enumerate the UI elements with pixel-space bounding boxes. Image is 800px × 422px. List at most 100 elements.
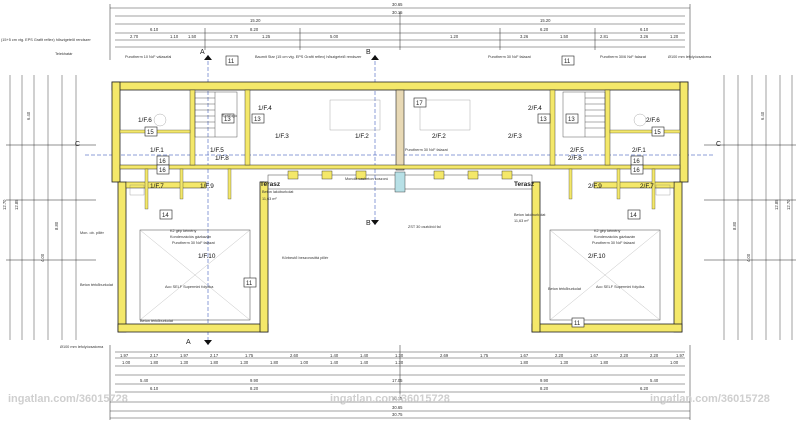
watermark-text: ingatlan.com/36015728 (8, 393, 128, 405)
room-number: 17 (416, 101, 423, 107)
room-name: 2/F.10 (588, 253, 606, 260)
room-number: 14 (162, 213, 169, 219)
dimension-value: 1.50 (560, 34, 569, 39)
terrace-label: Terasz (260, 181, 281, 188)
room-number: 16 (633, 159, 640, 165)
dimension-value: 15.20 (540, 18, 551, 23)
room-name: 2/F.5 (570, 147, 584, 154)
dimension-value: 2.20 (650, 353, 659, 358)
dimension-value: 30.15 (392, 10, 403, 15)
room-name: 2/F.3 (508, 133, 522, 140)
room-number: 13 (568, 117, 575, 123)
room-name: 1/F.10 (198, 253, 216, 260)
dimension-value: 1.00 (670, 360, 679, 365)
room-name: 1/F.3 (275, 133, 289, 140)
staircases (194, 91, 606, 138)
wall-note: Purotherm 30 N•F falazat (172, 241, 216, 245)
room-number: 15 (147, 130, 154, 136)
insulation-note: Baumit Star (15 cm vtg. EPS Grafit refle… (255, 55, 362, 59)
dimension-value: 6.20 (540, 27, 549, 32)
dimension-value: 1.30 (240, 360, 249, 365)
dimension-value: 1.25 (262, 34, 271, 39)
chimney-note: K2 gép kémény (594, 229, 620, 233)
room-number: 16 (633, 168, 640, 174)
dimension-value: 1.40 (360, 360, 369, 365)
wall-note: Purotherm 30 N•F falazat (592, 241, 636, 245)
dimension-value: 1.67 (520, 353, 529, 358)
room-name: 2/F.8 (568, 155, 582, 162)
section-marker: A (200, 49, 205, 56)
dimension-value: 2.20 (620, 353, 629, 358)
dimension-value: 6.10 (150, 27, 159, 32)
dimension-value: 30.75 (392, 412, 403, 417)
room-number: 11 (564, 59, 571, 65)
dimension-value: 1.50 (188, 34, 197, 39)
room-number: 11 (228, 59, 235, 65)
dimension-value: 4.00 (40, 253, 45, 262)
room-name: 1/F.4 (258, 105, 272, 112)
section-marker: B (366, 49, 371, 56)
dimension-value: 8.20 (540, 386, 549, 391)
dimension-value: 8.80 (54, 221, 59, 230)
room-name: 1/F.8 (215, 155, 229, 162)
side-dimension-lines (6, 75, 796, 340)
dimension-value: 30.65 (392, 2, 403, 7)
dimension-value: 5.40 (650, 378, 659, 383)
room-name: 1/F.7 (150, 183, 164, 190)
boundary-label: Telekhatár (55, 52, 73, 56)
dimension-value: 1.80 (270, 360, 279, 365)
dimension-value: 2.70 (130, 34, 139, 39)
dimension-value: 1.97 (676, 353, 685, 358)
dimension-value: 8.20 (250, 386, 259, 391)
paving-note: Beton térkőburkolat (80, 283, 114, 287)
room-name: 1/F.2 (355, 133, 369, 140)
boiler-note: Kondenzációs gázkazán (594, 235, 635, 239)
dimension-value: 2.69 (440, 353, 449, 358)
room-labels: 1/F.6 15 1/F.4 11 1/F.3 13 1/F.2 17 1/F.… (138, 55, 665, 328)
room-name: 1/F.1 (150, 147, 164, 154)
dimension-value: 1.30 (395, 360, 404, 365)
room-number: 13 (540, 117, 547, 123)
pillar-note: Körbeutő beszorosíttá pillér (282, 256, 329, 260)
drain-note: Aco SELF Supermini folyóka (596, 285, 645, 289)
dimension-value: 2.20 (555, 353, 564, 358)
dimension-value: 17.05 (392, 378, 403, 383)
dimension-value: 3.26 (520, 34, 529, 39)
dimension-value: 1.80 (150, 360, 159, 365)
dimension-texts: 30.65 30.15 15.20 15.20 6.10 8.20 6.20 6… (2, 2, 791, 417)
dimension-value: 6.10 (150, 386, 159, 391)
dimension-value: 2.70 (230, 34, 239, 39)
boiler-note: Kondenzációs gázkazán (170, 235, 211, 239)
dimension-value: 6.10 (640, 27, 649, 32)
dimension-value: 2.81 (600, 34, 609, 39)
partition-note: ZST 30 osztóból fal (408, 225, 441, 229)
pillar-note: Mon. ob. pillér (80, 231, 105, 235)
room-name: 2/F.1 (632, 147, 646, 154)
section-marker: C (716, 141, 721, 148)
dimension-value: 1.20 (450, 34, 459, 39)
chimney-note: K2 gép kémény (170, 229, 196, 233)
dimension-value: 6.40 (26, 111, 31, 120)
terrace-pillars (267, 170, 533, 193)
garage-outlines (139, 229, 661, 321)
beam-note: Monolit vasbeton koszorú (345, 177, 388, 181)
room-name: 2/F.4 (528, 105, 542, 112)
section-marker: A (186, 339, 191, 346)
drain-note: Aco SELF Supermini folyóka (165, 285, 214, 289)
dimension-value: 1.00 (300, 360, 309, 365)
room-number: 16 (159, 159, 166, 165)
wall-note: Purotherm 30 N•F falazat (405, 148, 449, 152)
dimension-value: 1.75 (245, 353, 254, 358)
room-name: 2/F.2 (432, 133, 446, 140)
section-marker: B (366, 220, 371, 227)
room-number: 13 (224, 117, 231, 123)
room-name: 1/F.9 (200, 183, 214, 190)
dimension-value: 1.30 (395, 353, 404, 358)
vestibule-note: Szélfogó (222, 114, 237, 118)
interior-fixtures (129, 99, 671, 196)
dimension-value: 2.17 (210, 353, 219, 358)
dimension-value: 1.10 (170, 34, 179, 39)
dimension-value: 1.30 (180, 360, 189, 365)
dimension-value: 1.20 (670, 34, 679, 39)
